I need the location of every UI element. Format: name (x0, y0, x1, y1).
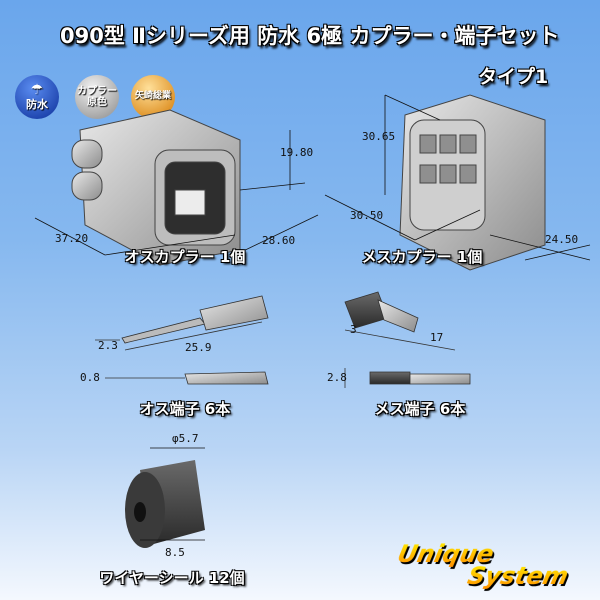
male-coupler-label: オスカプラー 1個 (124, 248, 246, 266)
logo-line2: System (465, 562, 571, 590)
dim-male-width: 28.60 (262, 234, 296, 247)
page-title: 090型 Ⅱシリーズ用 防水 6極 カプラー・端子セット (60, 24, 560, 48)
badge-text: 原色 (87, 97, 107, 108)
coupler-color-badge: カプラー 原色 (75, 75, 119, 119)
dim-seal-diameter: φ5.7 (172, 432, 199, 445)
dimension-lines (34, 94, 591, 261)
dim-female-width: 24.50 (545, 233, 579, 246)
female-terminal-label: メス端子 6本 (374, 400, 466, 418)
dim-female-length: 30.50 (350, 209, 384, 222)
umbrella-icon: ☂ (30, 82, 44, 99)
male-terminal-image (95, 295, 269, 385)
female-coupler-label: メスカプラー 1個 (361, 248, 483, 266)
dim-male-terminal-thickness: 0.8 (80, 371, 100, 384)
badge-text: 矢崎総業 (134, 91, 171, 102)
male-terminal-label: オス端子 6本 (139, 400, 231, 418)
dim-male-length: 37.20 (55, 232, 89, 245)
dim-male-terminal-width: 2.3 (98, 339, 118, 352)
male-coupler-image (71, 109, 241, 266)
female-coupler-image (399, 94, 546, 271)
badge-text: カプラー (77, 86, 117, 97)
wire-seal-image (125, 447, 205, 548)
dim-female-terminal-width: 3 (350, 323, 357, 336)
wire-seal-label: ワイヤーシール 12個 (99, 569, 245, 587)
dim-female-terminal-length: 17 (430, 331, 444, 344)
dim-male-height: 19.80 (280, 146, 314, 159)
waterproof-badge: ☂ 防水 (15, 75, 59, 119)
dim-female-terminal-height: 2.8 (327, 371, 347, 384)
dim-female-height: 30.65 (362, 130, 396, 143)
type-label: タイプ1 (478, 66, 549, 88)
female-terminal-image (344, 291, 471, 388)
dim-male-terminal-length: 25.9 (185, 341, 212, 354)
badge-text: 防水 (26, 97, 48, 111)
dim-seal-length: 8.5 (165, 546, 185, 559)
